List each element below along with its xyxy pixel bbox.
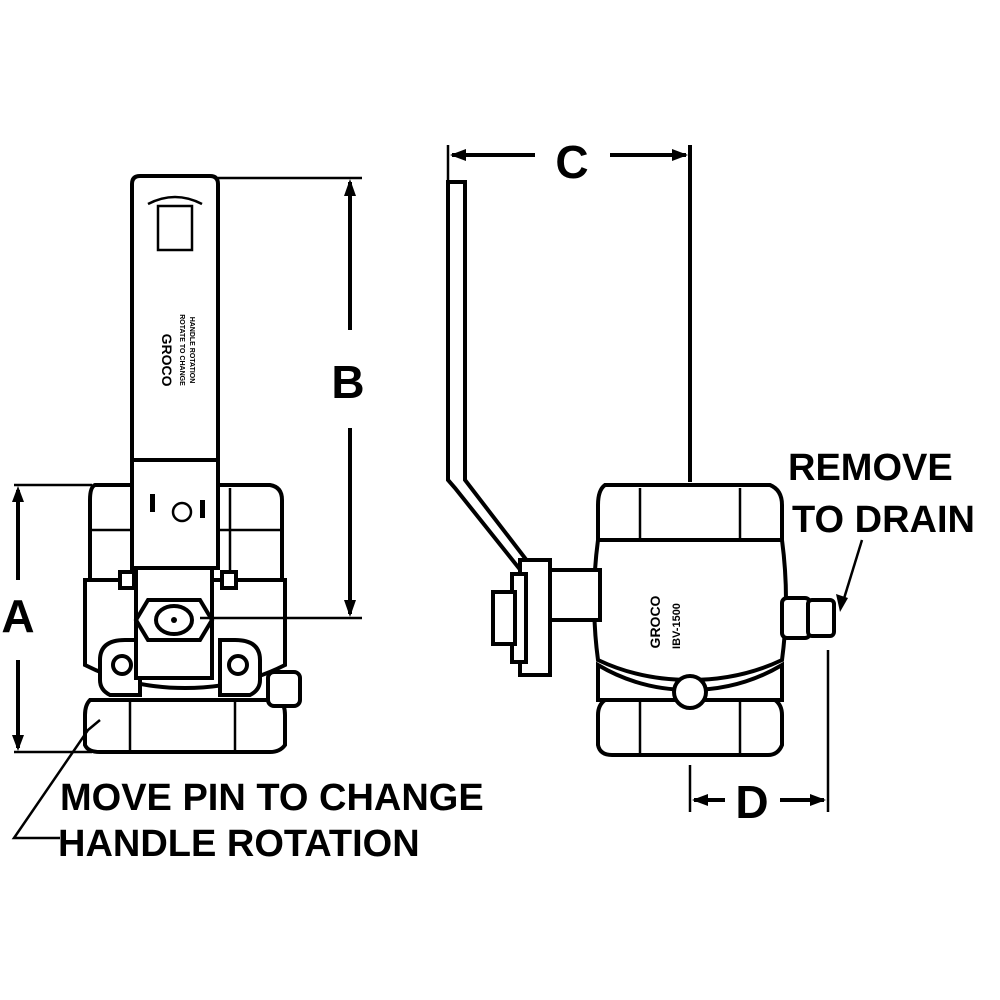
side-body-mid xyxy=(592,538,788,683)
front-handle xyxy=(130,174,220,570)
handle-brand-text: GROCO xyxy=(159,334,175,387)
front-view: GROCO ROTATE TO CHANGE HANDLE ROTATION A… xyxy=(1,174,365,840)
side-bottom-plug xyxy=(672,674,708,710)
drain-arrow-icon xyxy=(836,594,848,612)
side-view: GROCO IBV-1500 C D xyxy=(446,136,864,828)
body-model-text: IBV-1500 xyxy=(671,603,683,649)
dimension-b-label: B xyxy=(331,356,364,408)
side-drain-plug xyxy=(806,598,836,638)
dimension-d-label: D xyxy=(735,776,768,828)
pin-note-line1: MOVE PIN TO CHANGE xyxy=(60,777,484,819)
dimension-a-label: A xyxy=(1,590,34,642)
pin-note-line2: HANDLE ROTATION xyxy=(58,823,420,865)
handle-marking-1: ROTATE TO CHANGE xyxy=(178,314,185,386)
front-body-bottom xyxy=(83,698,287,754)
handle-marking-2: HANDLE ROTATION xyxy=(188,317,195,384)
drain-leader-line xyxy=(840,539,864,606)
body-brand-text: GROCO xyxy=(647,595,663,648)
remove-note-line1: REMOVE xyxy=(788,447,953,489)
side-body-bottom xyxy=(596,698,784,757)
side-handle xyxy=(446,180,531,576)
front-drain-plug xyxy=(266,670,302,708)
side-stem-housing xyxy=(543,568,602,622)
remove-note-line2: TO DRAIN xyxy=(792,499,975,541)
handle-square-hole xyxy=(156,204,194,252)
pin-leader-line xyxy=(11,719,101,840)
handle-emblem-icon xyxy=(171,501,193,523)
side-stem-nut xyxy=(491,590,517,646)
rotate-arrow-icon xyxy=(147,195,203,206)
dimension-c-label: C xyxy=(555,136,588,188)
side-body-top xyxy=(596,483,784,542)
